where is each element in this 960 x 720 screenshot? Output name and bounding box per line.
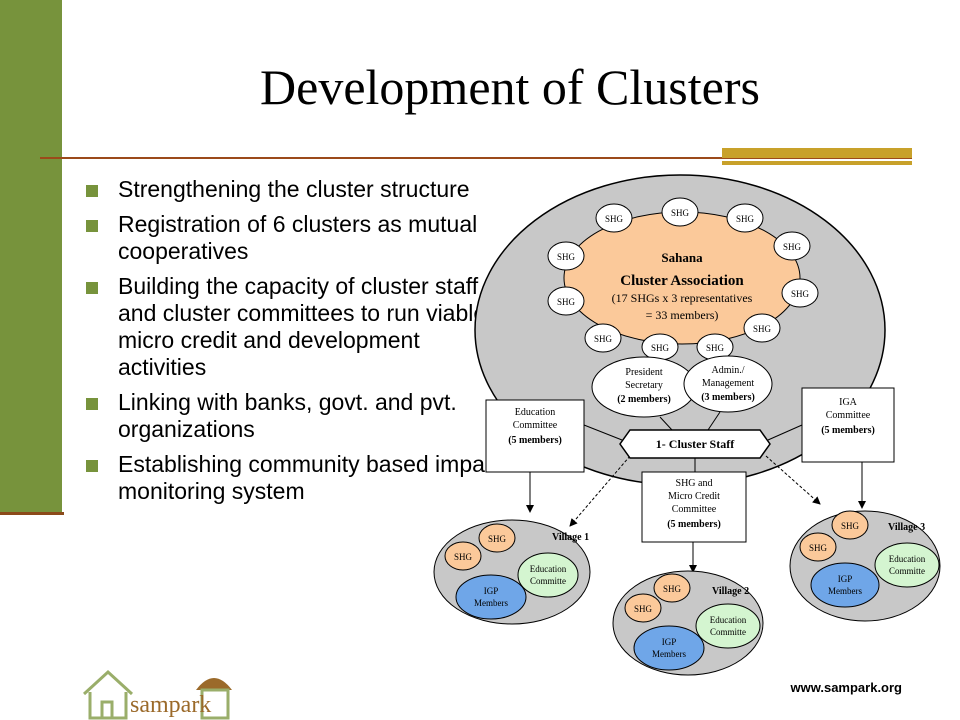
education-line-2: Committee [513,420,558,431]
square-bullet-icon [86,220,98,232]
logo-text: sampark [130,692,211,718]
bullet-text: Establishing community based impact moni… [118,451,503,504]
microcredit-line-1: SHG and [676,478,713,489]
village-education-line-1: Education [530,564,567,574]
president-line-3: (2 members) [617,394,671,405]
shg-ring: SHG SHG SHG SHG SHG SHG SHG SHG SHG SHG … [547,197,819,361]
gold-accent-bar-thin [722,161,912,165]
square-bullet-icon [86,282,98,294]
title-divider [40,157,912,159]
admin-ellipse [683,355,773,413]
side-accent-bar [0,0,62,512]
village-igp-line-1: IGP [838,574,853,584]
footer-url[interactable]: www.sampark.org [790,680,903,695]
microcredit-line-2: Micro Credit [668,491,720,502]
village-1-label: Village 1 [552,532,589,543]
logo-house-wall [88,692,128,720]
village-education-line-1: Education [710,615,747,625]
village-igp-line-2: Members [652,649,686,659]
shg-label: SHG [557,252,576,262]
microcredit-line-4: (5 members) [667,519,721,530]
shg-label: SHG [671,208,690,218]
iga-line-1: IGA [839,397,858,408]
shg-label: SHG [791,289,810,299]
shg-label: SHG [783,242,802,252]
logo-house-door [100,700,114,720]
education-committee-box [485,399,585,473]
bullet-text: Building the capacity of cluster staff a… [118,273,487,380]
micro-credit-committee-box [641,471,747,543]
bullet-item: Strengthening the cluster structure [86,176,506,203]
village-education-line-1: Education [889,554,926,564]
bullet-text: Strengthening the cluster structure [118,176,470,202]
shg-label: SHG [651,343,670,353]
president-line-2: Secretary [625,380,663,391]
admin-line-3: (3 members) [701,392,755,403]
village-education-line-2: Committe [889,566,925,576]
admin-line-2: Management [702,378,754,389]
bullet-list: Strengthening the cluster structure Regi… [86,176,506,513]
square-bullet-icon [86,460,98,472]
shg-label: SHG [634,604,653,614]
shg-label: SHG [454,552,473,562]
village-igp-line-1: IGP [484,586,499,596]
shg-label: SHG [706,343,725,353]
village-igp-line-2: Members [828,586,862,596]
bullet-item: Building the capacity of cluster staff a… [86,273,506,381]
bullet-item: Establishing community based impact moni… [86,451,506,505]
association-detail-2: = 33 members) [646,308,719,322]
logo-hut-wall [200,688,230,720]
village-igp-line-2: Members [474,598,508,608]
village-3-label: Village 3 [888,522,925,533]
connector-lines [526,411,866,573]
president-line-1: President [625,367,662,378]
iga-line-2: Committee [826,410,871,421]
village-3-group: Village 3 SHG SHG Education Committe IGP… [789,510,941,622]
square-bullet-icon [86,398,98,410]
square-bullet-icon [86,185,98,197]
bullet-text: Registration of 6 clusters as mutual coo… [118,211,478,264]
side-accent-edge [0,512,64,515]
logo-house-roof [82,669,134,696]
shg-label: SHG [809,543,828,553]
cluster-staff-box [619,429,771,459]
village-1-group: Village 1 SHG SHG Education Committe IGP… [433,519,591,625]
shg-label: SHG [841,521,860,531]
shg-label: SHG [557,297,576,307]
village-2-group: Village 2 SHG SHG Education Committe IGP… [612,570,764,676]
village-2-label: Village 2 [712,586,749,597]
shg-label: SHG [488,534,507,544]
shg-label: SHG [594,334,613,344]
association-name-2: Cluster Association [620,273,744,289]
education-line-3: (5 members) [508,435,562,446]
village-education-line-2: Committe [530,576,566,586]
shg-label: SHG [736,214,755,224]
association-detail-1: (17 SHGs x 3 representatives [612,291,753,305]
bullet-item: Linking with banks, govt. and pvt. organ… [86,389,506,443]
shg-label: SHG [663,584,682,594]
village-igp-line-1: IGP [662,637,677,647]
shg-label: SHG [605,214,624,224]
admin-line-1: Admin./ [711,365,744,376]
village-education-line-2: Committe [710,627,746,637]
sampark-logo: sampark [82,669,232,720]
cluster-staff-label: 1- Cluster Staff [656,437,735,451]
gold-accent-bar [722,148,912,158]
education-line-1: Education [515,407,556,418]
association-name: Sahana [661,250,703,265]
logo-hut-roof [196,678,232,690]
iga-line-3: (5 members) [821,425,875,436]
iga-committee-box [801,387,895,463]
shg-label: SHG [753,324,772,334]
slide-title: Development of Clusters [260,59,760,115]
bullet-text: Linking with banks, govt. and pvt. organ… [118,389,457,442]
bullet-item: Registration of 6 clusters as mutual coo… [86,211,506,265]
microcredit-line-3: Committee [672,504,717,515]
